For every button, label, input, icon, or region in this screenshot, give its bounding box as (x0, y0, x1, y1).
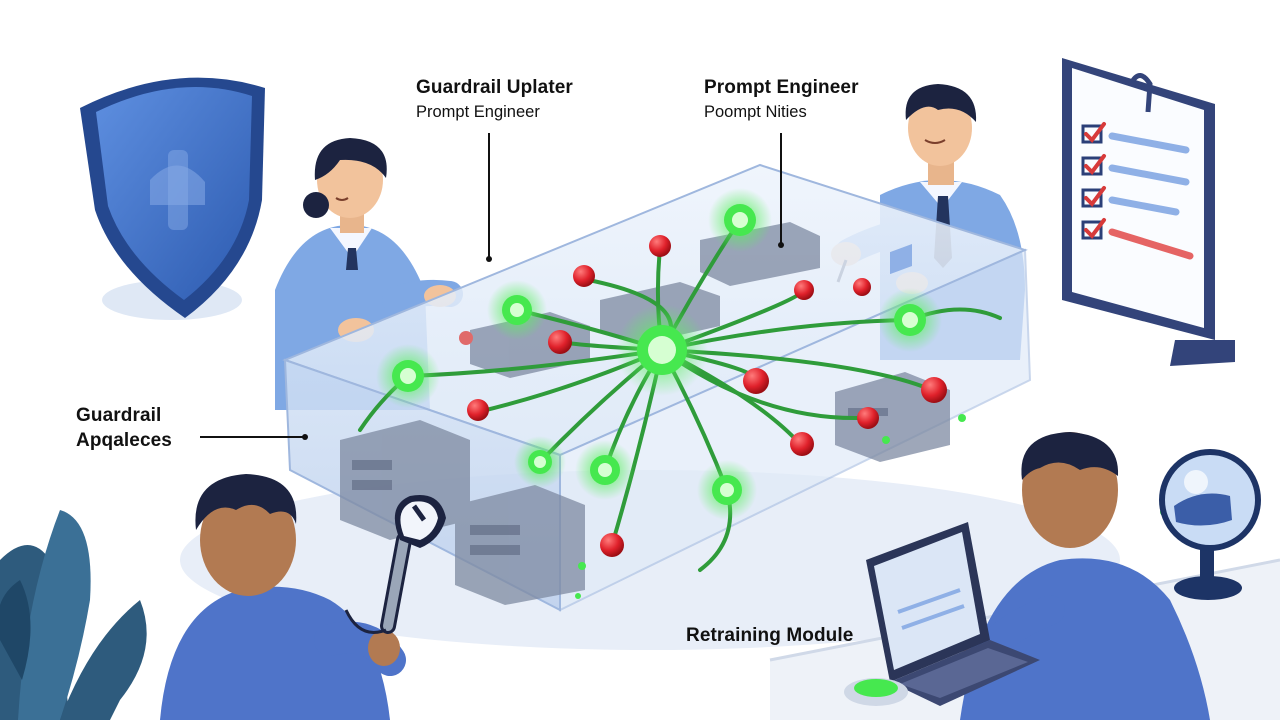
leader-dot-left (302, 434, 308, 440)
label-title: Guardrail Uplater (416, 77, 573, 98)
node-upper-left (487, 280, 547, 340)
red-node (600, 533, 624, 557)
globe-lamp-icon (1159, 449, 1261, 600)
node-bottom-3 (697, 460, 757, 520)
label-guardrail-updater: Guardrail Uplater Prompt Engineer (416, 76, 573, 122)
active-nodes (376, 188, 942, 520)
red-node (790, 432, 814, 456)
wrench-icon (344, 494, 446, 634)
leader-dot-top-right (778, 242, 784, 248)
label-guardrail-appliances: Guardrail Apqaleces (76, 404, 172, 452)
label-retraining-module: Retraining Module (686, 624, 853, 647)
node-center (616, 304, 708, 396)
red-node (853, 278, 871, 296)
label-title: Prompt Engineer (704, 77, 859, 98)
red-node (794, 280, 814, 300)
inactive-nodes (459, 235, 947, 557)
node-bottom-1 (514, 436, 566, 488)
checklist-board-icon (1062, 58, 1235, 366)
leader-line-top-right (780, 133, 782, 245)
red-node (467, 399, 489, 421)
label-prompt-engineer: Prompt Engineer Poompt Nities (704, 76, 859, 122)
label-subtitle: Poompt Nities (704, 103, 807, 122)
red-node (573, 265, 595, 287)
person-with-wrench (160, 474, 446, 720)
label-title: Retraining Module (686, 625, 854, 646)
plant-icon (0, 510, 147, 720)
red-node (743, 368, 769, 394)
label-line-1: Guardrail (76, 405, 162, 426)
person-at-laptop (958, 432, 1210, 720)
laptop-icon (866, 244, 1040, 706)
red-node (857, 407, 879, 429)
label-line-2: Apqaleces (76, 430, 172, 452)
red-node (921, 377, 947, 403)
leader-line-left (200, 436, 306, 438)
node-left (376, 344, 440, 408)
red-node (649, 235, 671, 257)
label-subtitle: Prompt Engineer (416, 103, 540, 122)
red-node (548, 330, 572, 354)
node-top (708, 188, 772, 252)
leader-dot-top-left (486, 256, 492, 262)
red-node (459, 331, 473, 345)
node-right (878, 288, 942, 352)
green-button-icon (844, 678, 908, 706)
node-bottom-2 (575, 440, 635, 500)
shield-icon (80, 77, 265, 320)
leader-line-top-left (488, 133, 490, 259)
